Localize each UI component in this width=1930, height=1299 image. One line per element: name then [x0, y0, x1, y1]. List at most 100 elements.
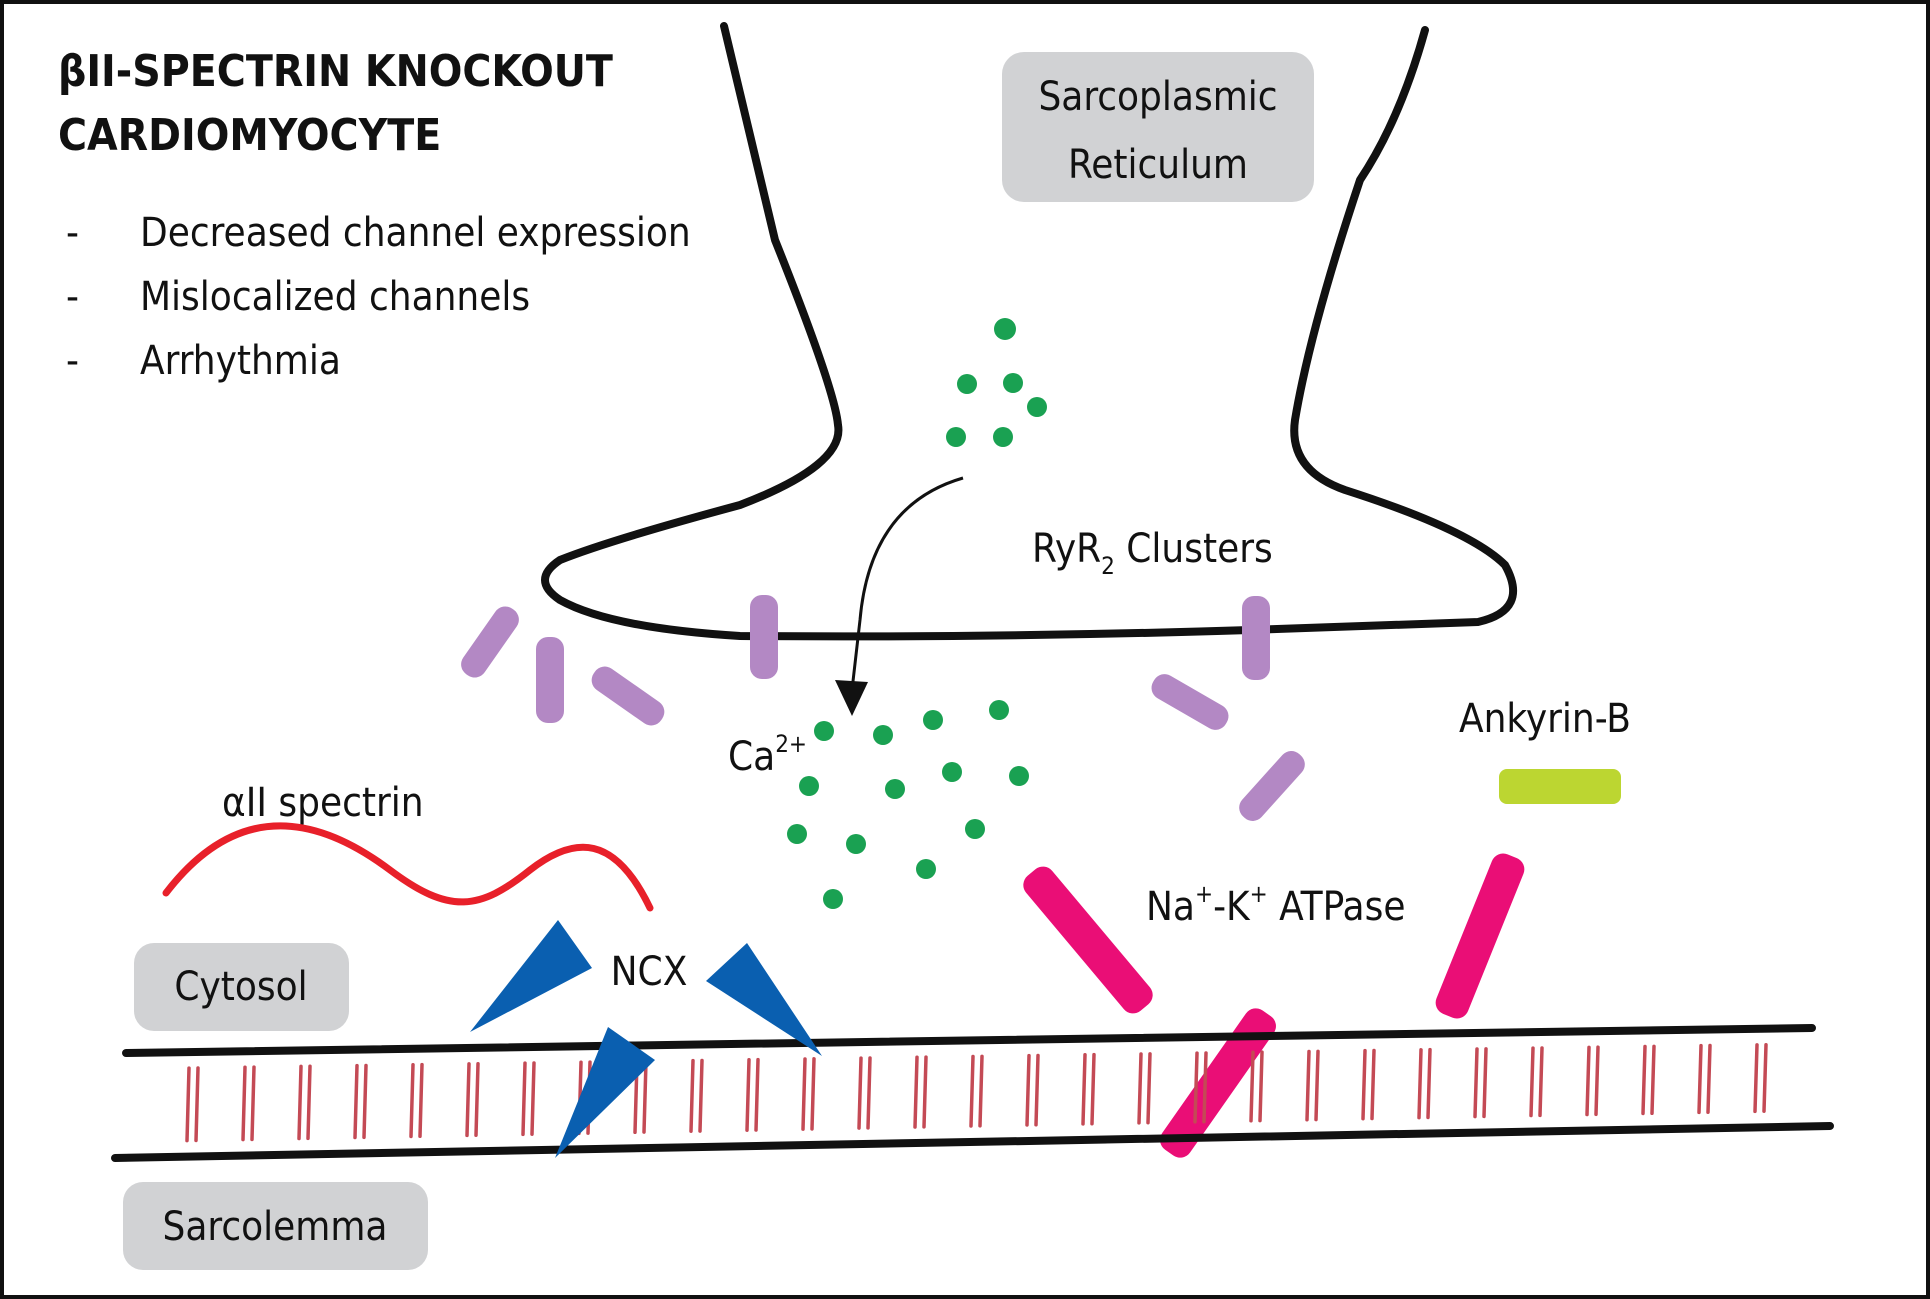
membrane-lipid-tick [1249, 1050, 1255, 1123]
bullet-dash: - [66, 210, 79, 256]
na-k-atpase-pump [1160, 1008, 1276, 1158]
sarcoplasmic-reticulum-outline [541, 22, 1518, 641]
k-label: -K [1213, 884, 1251, 930]
membrane-lipid-tick [1482, 1047, 1488, 1119]
membrane-lipid-tick [250, 1065, 256, 1142]
membrane-lipid-tick [1081, 1053, 1087, 1126]
membrane-lipid-tick [1426, 1047, 1432, 1120]
sarcoplasmic-reticulum-label-line1: Sarcoplasmic [1038, 74, 1277, 120]
membrane-lipid-tick [745, 1058, 751, 1132]
sarcolemma-label-box [123, 1182, 428, 1270]
alpha-spectrin-label: αII spectrin [222, 780, 424, 826]
bullet-decreased-expression: Decreased channel expression [140, 210, 691, 256]
calcium-ion [989, 700, 1009, 720]
membrane-lipid-tick [801, 1057, 807, 1131]
calcium-ion [957, 374, 977, 394]
membrane-lipid-tick [913, 1055, 919, 1129]
membrane-lipid-tick [1585, 1045, 1591, 1117]
calcium-release-arrow [850, 476, 964, 691]
membrane-lipid-tick [1473, 1047, 1479, 1119]
ankyrin-b-label: Ankyrin-B [1459, 696, 1631, 742]
calcium-ion [799, 776, 819, 796]
membrane-lipid-tick [810, 1057, 816, 1131]
membrane-lipid-tick [1641, 1044, 1647, 1116]
membrane-lipid-tick [689, 1058, 695, 1133]
ncx-label: NCX [611, 949, 688, 995]
calcium-ion [916, 859, 936, 879]
na-superscript: + [1195, 880, 1213, 908]
ryr2-channel [1239, 751, 1305, 821]
membrane-lipid-tick [1314, 1049, 1320, 1122]
membrane-lipid-tick [1650, 1044, 1656, 1116]
membrane-lipid-tick [185, 1066, 191, 1143]
membrane-lipid-tick [1417, 1048, 1423, 1120]
calcium-ion [994, 318, 1016, 340]
membrane-lipid-tick [306, 1064, 312, 1141]
cytosol-calcium-cluster [787, 700, 1029, 909]
membrane-lipid-tick [362, 1063, 368, 1140]
ryr2-channel [1242, 596, 1270, 680]
membrane-lipid-tick [1202, 1051, 1208, 1124]
ryr2-channel [591, 666, 665, 726]
atpase-label: ATPase [1268, 884, 1406, 930]
membrane-lipid-tick [1529, 1046, 1535, 1118]
ankyrin-b-protein [1499, 769, 1621, 804]
na-label: Na [1146, 884, 1195, 930]
ryr2-label-subscript: 2 [1101, 552, 1115, 580]
calcium-ion [1009, 766, 1029, 786]
membrane-lipid-tick [474, 1062, 480, 1137]
membrane-lipid-tick [1034, 1053, 1040, 1127]
membrane-lipid-tick [194, 1066, 200, 1143]
ryr2-channel [750, 595, 778, 679]
sarcoplasmic-reticulum-label-box [1002, 52, 1314, 202]
calcium-ion [885, 779, 905, 799]
calcium-ion [1003, 373, 1023, 393]
membrane-lipid-tick [1370, 1048, 1376, 1121]
calcium-ion [787, 824, 807, 844]
membrane-lipid-tick [1258, 1050, 1264, 1123]
bullet-list: - Decreased channel expression - Misloca… [66, 210, 691, 384]
arrowhead-icon [835, 680, 868, 716]
calcium-label-main: Ca [728, 734, 775, 780]
na-k-atpase-pump [1023, 866, 1153, 1014]
calcium-ion [814, 721, 834, 741]
membrane-lipid-tick [642, 1059, 648, 1134]
k-superscript: + [1250, 880, 1268, 908]
membrane-outer-line [122, 1024, 1816, 1057]
na-k-atpase-label: Na+-K+ ATPase [1146, 880, 1406, 930]
membrane-lipid-tick [409, 1063, 415, 1139]
ncx-exchangers [470, 920, 822, 1158]
membrane-lipid-tick [1594, 1045, 1600, 1117]
membrane-inner-line [111, 1122, 1834, 1162]
sarcolemma-membrane [111, 1024, 1834, 1162]
calcium-label-superscript: 2+ [775, 730, 807, 758]
sarcoplasmic-reticulum-label-line2: Reticulum [1068, 142, 1248, 188]
membrane-lipid-tick [866, 1056, 872, 1130]
membrane-lipid-tick [297, 1064, 303, 1141]
calcium-ion [965, 819, 985, 839]
calcium-ion [1027, 397, 1047, 417]
membrane-lipid-tick [1538, 1046, 1544, 1118]
cytosol-label-box [134, 943, 349, 1031]
calcium-ion [942, 762, 962, 782]
membrane-lipid-tick [1361, 1048, 1367, 1121]
membrane-lipid-tick [521, 1061, 527, 1137]
ryr2-label-rest: Clusters [1115, 526, 1273, 572]
calcium-ion [946, 427, 966, 447]
calcium-label: Ca2+ [728, 730, 807, 780]
calcium-ion [993, 427, 1013, 447]
cytosol-label: Cytosol [174, 964, 307, 1010]
ncx-exchanger [555, 1027, 655, 1158]
membrane-lipid-tick [1193, 1051, 1199, 1124]
ryr2-label-main: RyR [1032, 526, 1101, 572]
ncx-exchanger [470, 920, 592, 1032]
bullet-mislocalized: Mislocalized channels [140, 274, 530, 320]
ryr2-clusters-label: RyR2 Clusters [1032, 526, 1273, 580]
membrane-lipid-tick [857, 1056, 863, 1130]
ryr2-channel [1151, 674, 1229, 730]
ryr2-channels [461, 595, 1305, 821]
na-k-atpase-pump [1435, 853, 1525, 1019]
calcium-ion [823, 889, 843, 909]
membrane-lipid-tick [1090, 1052, 1096, 1126]
